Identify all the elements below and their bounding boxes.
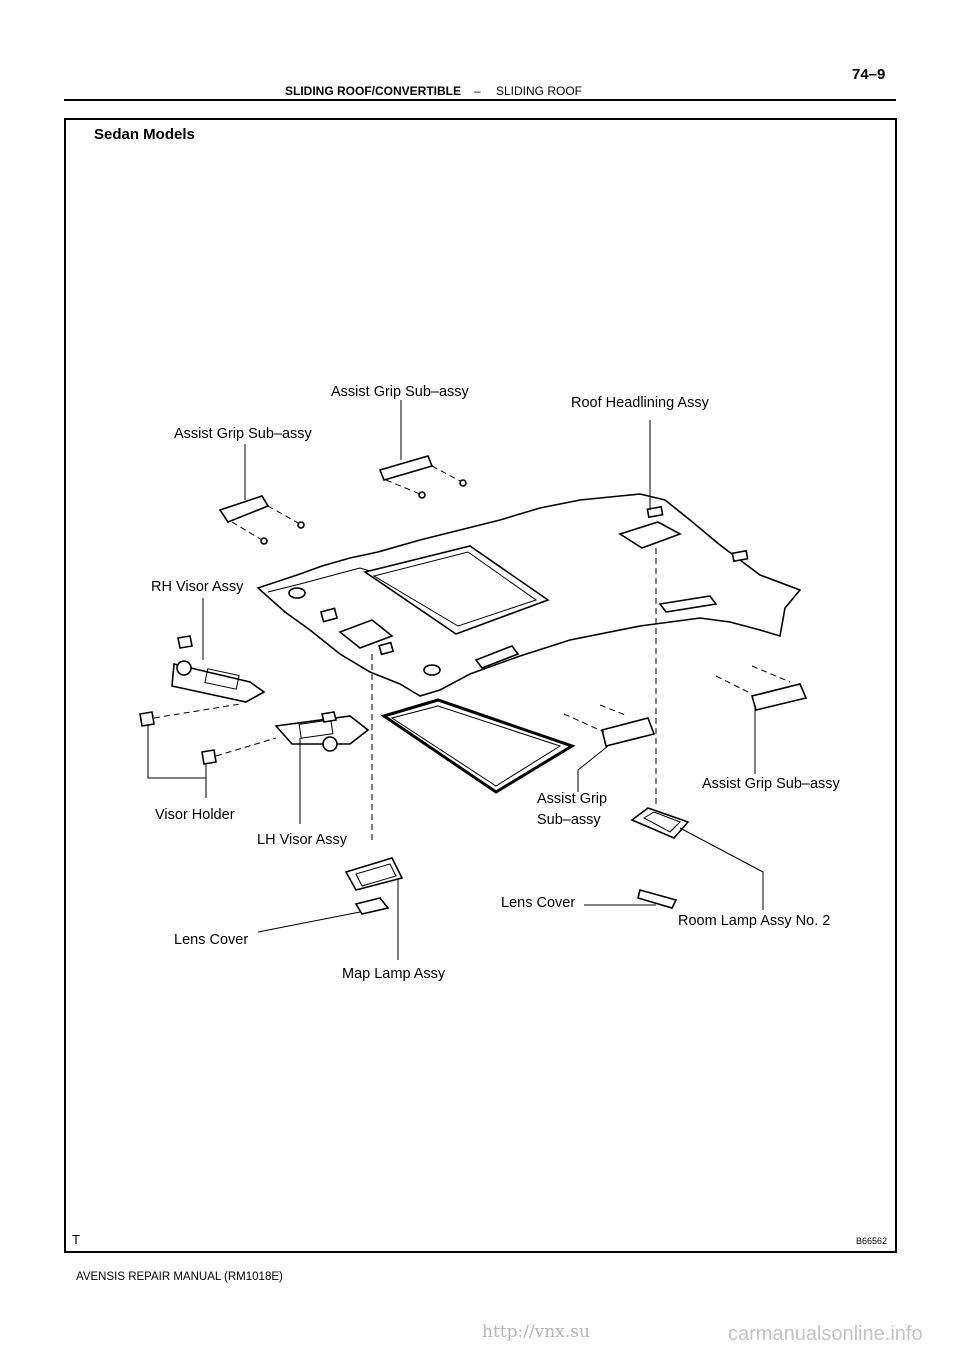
sunroof-seal-drawing — [380, 698, 576, 794]
figure-frame — [64, 118, 897, 1253]
lh-visor-drawing — [274, 711, 370, 752]
rh-visor-drawing — [171, 635, 266, 703]
visor-holder-drawing — [139, 703, 277, 765]
figure-heading: Sedan Models — [94, 126, 195, 143]
label-assist-grip-right: Assist Grip Sub–assy — [702, 776, 840, 792]
room-lamp-drawing — [630, 807, 690, 839]
leader-lines — [147, 400, 764, 960]
label-rh-visor: RH Visor Assy — [151, 579, 244, 595]
label-assist-grip-front-left: Assist Grip Sub–assy — [174, 426, 312, 442]
label-roof-headlining: Roof Headlining Assy — [571, 395, 709, 411]
lens-cover-right-drawing — [637, 889, 678, 909]
assist-grip-right-drawing — [715, 665, 808, 711]
page-number: 74–9 — [852, 66, 886, 83]
map-lamp-drawing — [344, 857, 404, 891]
label-room-lamp: Room Lamp Assy No. 2 — [678, 913, 831, 929]
label-assist-grip-rear-top: Assist Grip Sub–assy — [331, 384, 469, 400]
watermark-url: http://vnx.su — [482, 1322, 590, 1342]
lens-cover-left-drawing — [354, 897, 390, 915]
label-lens-cover-left: Lens Cover — [174, 932, 249, 948]
label-assist-grip-center-line2: Sub–assy — [537, 812, 601, 828]
label-lens-cover-right: Lens Cover — [501, 895, 576, 911]
header-separator: – — [474, 84, 481, 98]
roof-headlining-drawing — [256, 493, 802, 697]
footer-manual: AVENSIS REPAIR MANUAL (RM1018E) — [76, 1271, 283, 1283]
header-chapter: SLIDING ROOF/CONVERTIBLE — [285, 84, 462, 98]
label-lh-visor: LH Visor Assy — [257, 832, 347, 848]
label-visor-holder: Visor Holder — [155, 807, 235, 823]
figure-id: B66562 — [856, 1236, 888, 1246]
label-map-lamp: Map Lamp Assy — [342, 966, 446, 982]
assist-grip-center-drawing — [563, 704, 656, 747]
assist-grip-rear-top-drawing — [378, 455, 467, 499]
watermark-site: carmanualsonline.info — [728, 1323, 923, 1345]
label-assist-grip-center-line1: Assist Grip — [537, 791, 608, 807]
header-section: SLIDING ROOF — [496, 84, 583, 98]
corner-mark: T — [72, 1232, 80, 1247]
assist-grip-front-left-drawing — [218, 495, 305, 545]
header-rule — [64, 99, 896, 101]
